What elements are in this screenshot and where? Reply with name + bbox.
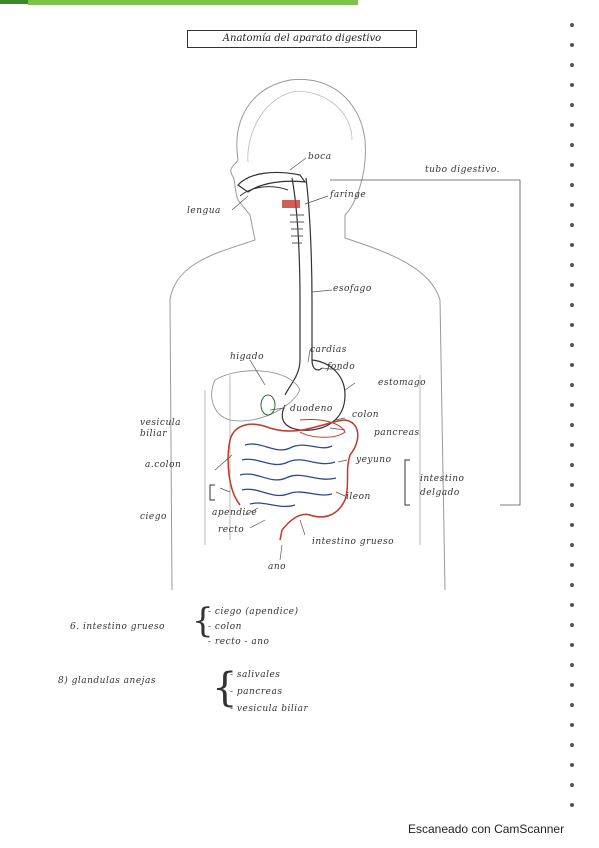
liver-shape xyxy=(211,370,301,422)
small-intestine xyxy=(239,443,337,508)
note1-item-1: - ciego (apendice) xyxy=(208,607,299,617)
label-recto: recto xyxy=(218,525,245,535)
abdomen-lines xyxy=(204,375,421,545)
body-outline-inner xyxy=(247,91,353,163)
esophagus-tube xyxy=(284,177,323,396)
label-boca: boca xyxy=(308,152,332,162)
large-intestine xyxy=(227,419,359,541)
delgado-bracket xyxy=(404,459,410,506)
label-pancreas: pancreas xyxy=(374,428,420,438)
tongue-shape xyxy=(239,186,289,197)
scanner-watermark: Escaneado con CamScanner xyxy=(408,822,565,836)
top-edge-dark xyxy=(0,0,30,4)
label-apendice: apendice xyxy=(212,508,258,518)
label-lengua: lengua xyxy=(187,206,221,216)
top-edge-green xyxy=(28,0,358,5)
label-intestino-delgado: intestino delgado xyxy=(420,474,465,498)
note1-item-3: - recto - ano xyxy=(208,637,270,647)
page-title: Anatomía del aparato digestivo xyxy=(187,30,417,48)
label-cardias: cardias xyxy=(310,345,347,355)
label-colon: colon xyxy=(352,410,380,420)
note2-item-3: - vesicula biliar xyxy=(230,704,309,714)
label-ciego: ciego xyxy=(140,512,167,522)
pancreas-shape xyxy=(299,419,346,438)
note2-item-1: - salivales xyxy=(230,670,281,680)
trachea-rings xyxy=(290,214,304,244)
label-ano: ano xyxy=(268,562,287,572)
tubo-bracket xyxy=(330,179,521,506)
body-outline xyxy=(169,78,446,591)
ciego-bracket xyxy=(209,484,215,501)
label-duodeno: duodeno xyxy=(290,404,333,414)
mouth-cavity xyxy=(237,171,307,193)
label-ileon: ileon xyxy=(346,492,371,502)
note2-brace: { xyxy=(212,665,238,711)
label-vesicula-biliar: vesicula biliar xyxy=(140,418,181,439)
leader-lines xyxy=(214,157,356,561)
label-higado: higado xyxy=(230,352,264,362)
label-fondo: fondo xyxy=(327,362,356,372)
note1-item-2: - colon xyxy=(208,622,242,632)
label-colon-ascendente: a.colon xyxy=(145,460,182,470)
label-faringe: faringe xyxy=(330,190,367,200)
label-esofago: esofago xyxy=(333,284,372,294)
note1-title: 6. intestino grueso xyxy=(70,622,165,632)
label-tubo-digestivo: tubo digestivo. xyxy=(425,165,500,175)
note2-title: 8) glandulas anejas xyxy=(58,676,156,686)
note1-brace: { xyxy=(192,601,214,641)
label-yeyuno: yeyuno xyxy=(356,455,392,465)
notebook-spiral xyxy=(570,23,574,807)
label-estomago: estomago xyxy=(378,378,427,388)
note2-item-2: - pancreas xyxy=(230,687,283,697)
label-intestino-grueso: intestino grueso xyxy=(312,537,395,547)
pharynx-ring xyxy=(282,200,300,208)
gallbladder-shape xyxy=(260,394,276,416)
